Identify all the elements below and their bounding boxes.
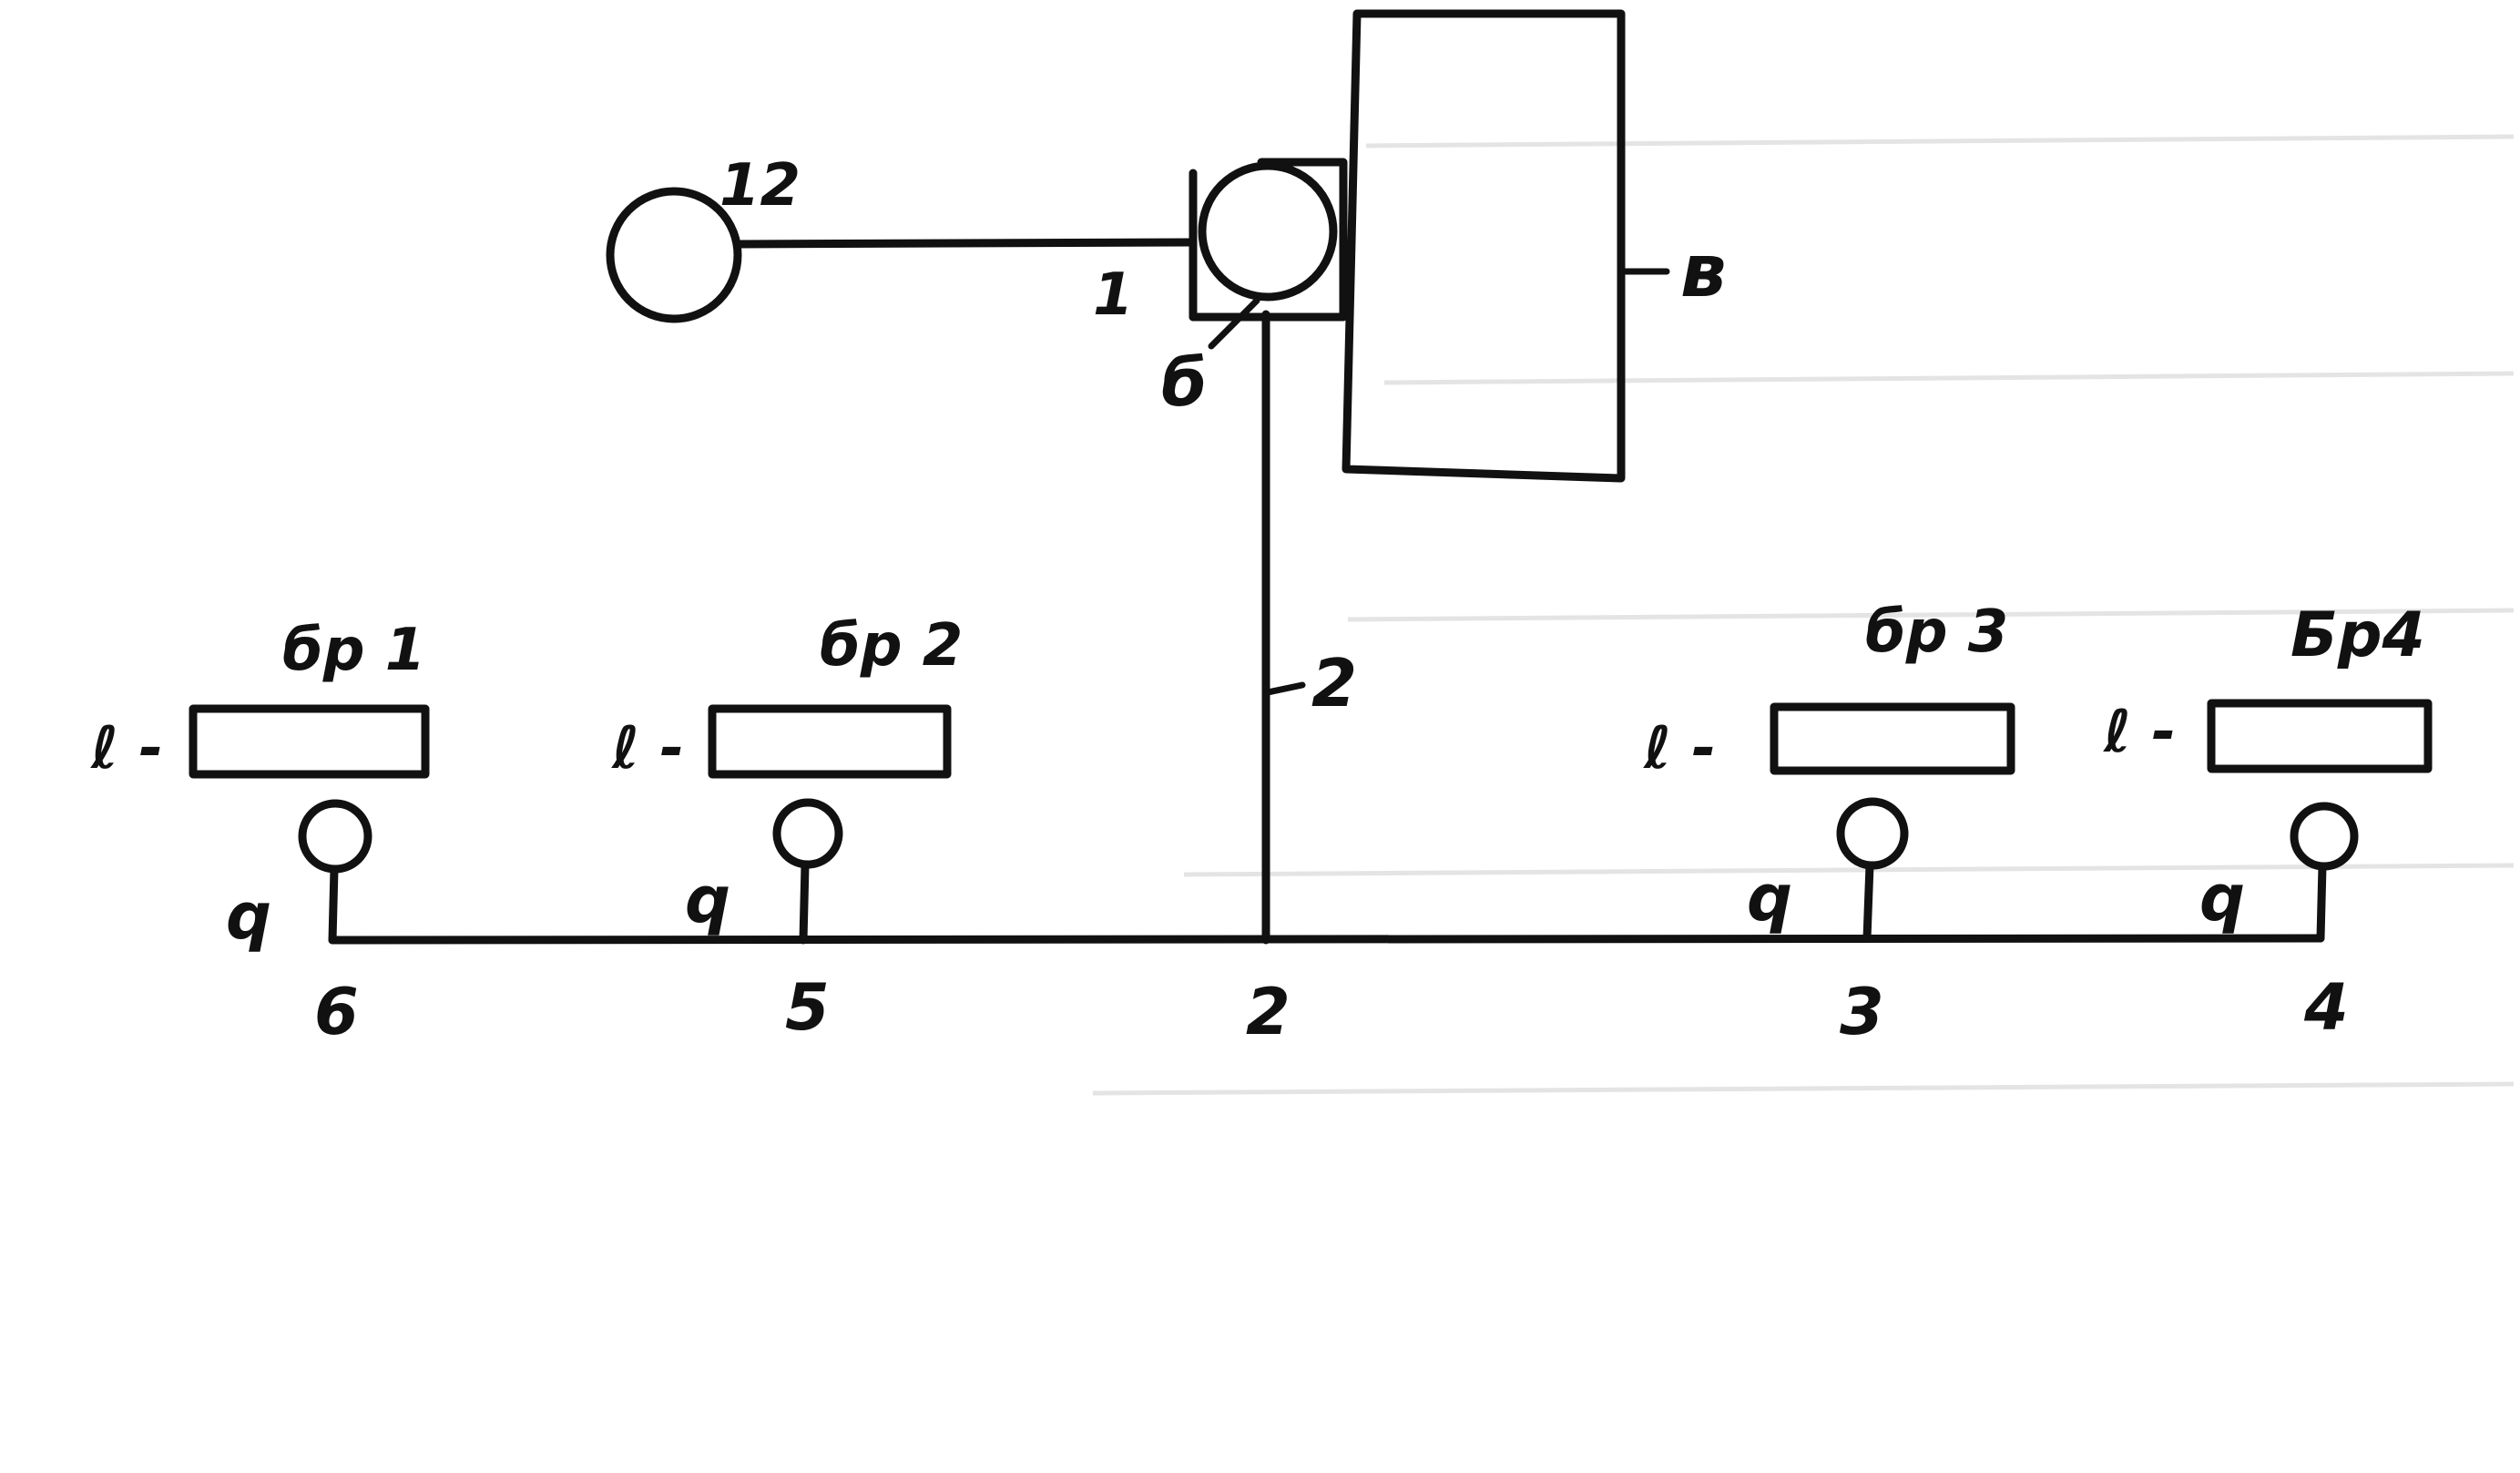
node-b-leader (1208, 297, 1260, 350)
riser-leader (1264, 681, 1306, 696)
source-label: 12 (719, 152, 801, 220)
bin-3-label: бр 3 (1865, 598, 2008, 666)
source-circle (606, 187, 742, 323)
bin-2-label: бр 2 (820, 612, 963, 680)
bin-1-rect (189, 704, 430, 779)
bin-4-label: Бр4 (2290, 599, 2425, 671)
nozzle-2-stem (799, 861, 810, 945)
bin-2-rect (708, 704, 952, 779)
node-b-label: б (1161, 344, 1207, 421)
bin-1-l-label: ℓ - (90, 715, 163, 783)
bin-3-rect (1770, 702, 2015, 775)
point-2-label: 2 (1246, 975, 1291, 1049)
tank-label: в (1680, 229, 1727, 313)
riser-label: 2 (1311, 645, 1357, 721)
point-5-label: 5 (785, 970, 830, 1045)
bin-4-l-label: ℓ - (2103, 699, 2176, 766)
branch-bin-4: Бр4 ℓ - q 4 (2103, 599, 2433, 1045)
q-2-label: q (685, 863, 730, 937)
pipe-1-label: 1 (1093, 261, 1134, 329)
branch-bin-1: бр 1 ℓ - q 6 (90, 617, 430, 1049)
q-1-label: q (226, 879, 271, 954)
scan-ghost-lines (1092, 134, 2515, 1096)
nozzle-1-circle (298, 799, 372, 874)
bin-1-label: бр 1 (282, 617, 425, 684)
point-6-label: 6 (314, 975, 359, 1049)
nozzle-4-stem (2316, 862, 2327, 943)
point-4-label: 4 (2303, 970, 2349, 1045)
branch-bin-3: бр 3 ℓ - q 3 (1643, 598, 2015, 1049)
pipe-1 (733, 238, 1198, 249)
nozzle-1-stem (328, 864, 339, 945)
bin-2-l-label: ℓ - (611, 715, 684, 783)
nozzle-3-circle (1836, 797, 1909, 870)
tank-outline (1342, 9, 1626, 483)
q-4-label: q (2199, 861, 2245, 936)
nozzle-3-stem (1862, 861, 1874, 943)
bin-3-l-label: ℓ - (1643, 715, 1716, 783)
q-3-label: q (1747, 861, 1792, 936)
nozzle-4-circle (2290, 802, 2359, 871)
bin-4-rect (2207, 699, 2433, 773)
nozzle-2-circle (772, 798, 843, 869)
pump-circle (1198, 161, 1338, 302)
branch-bin-2: бр 2 ℓ - q 5 (611, 612, 963, 1045)
distribution-line (328, 934, 2325, 945)
point-3-label: 3 (1840, 975, 1884, 1049)
